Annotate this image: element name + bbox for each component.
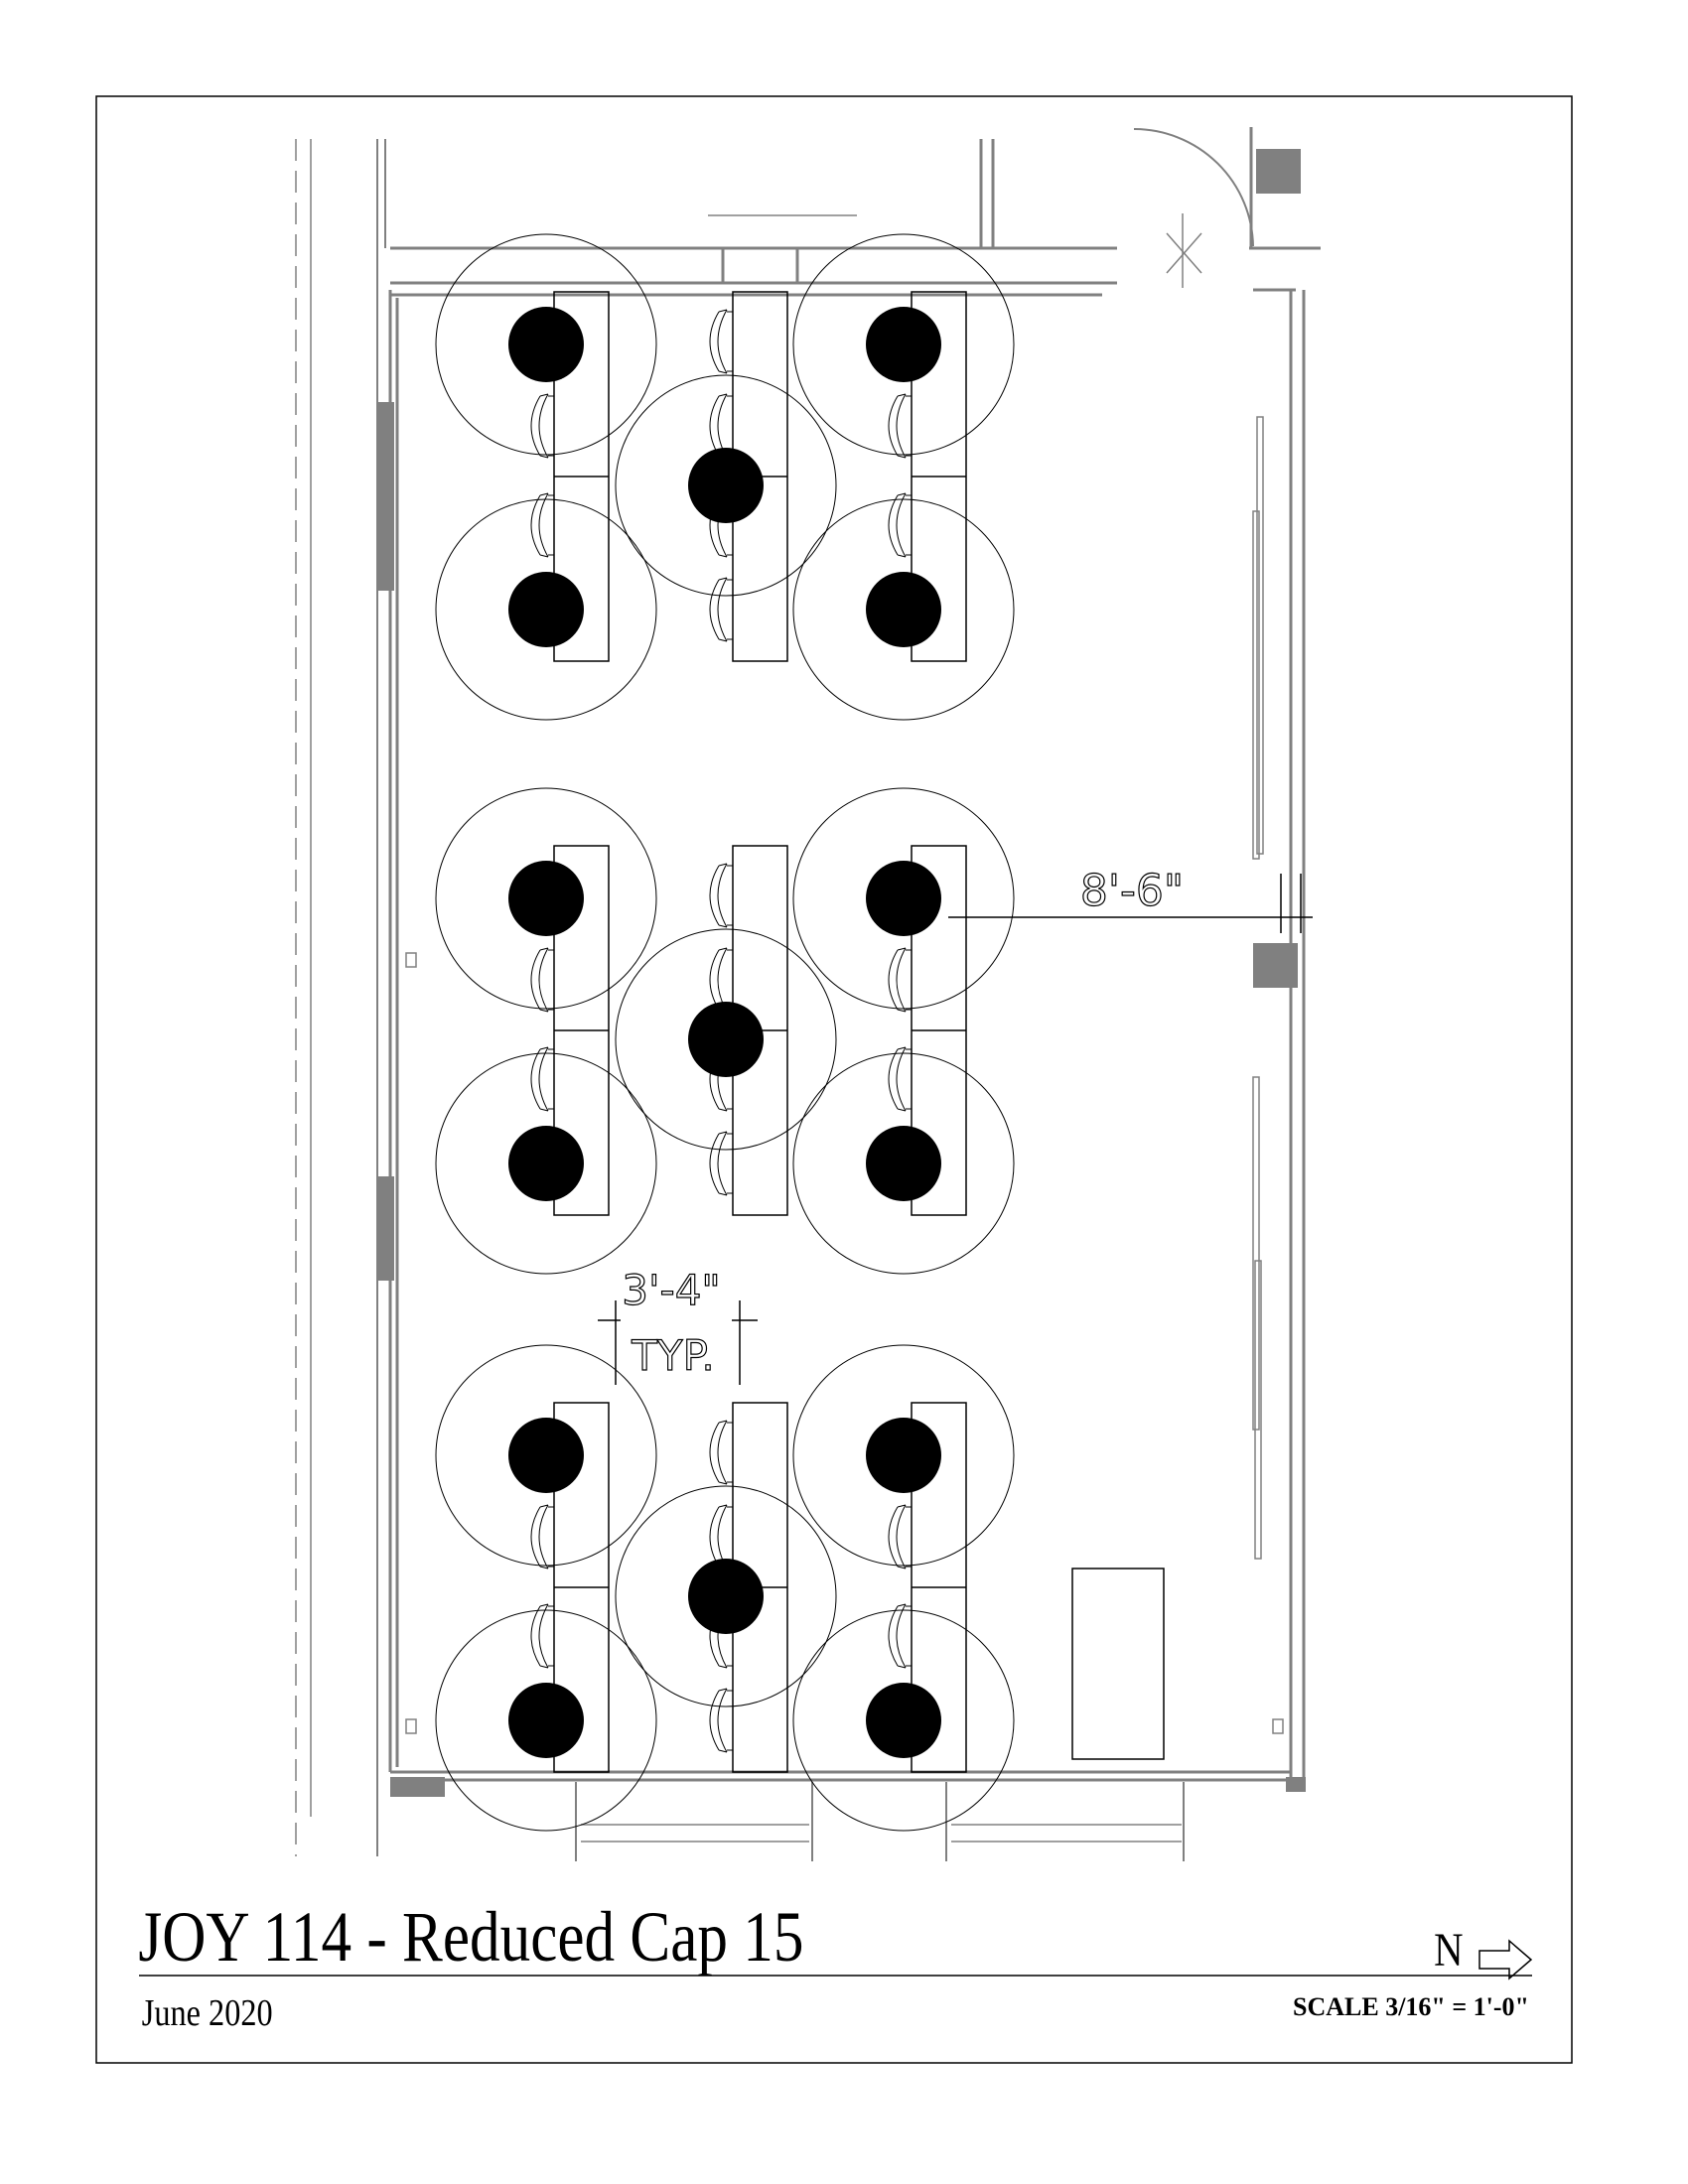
seat-marker (688, 1559, 764, 1634)
seat-markers (435, 233, 1015, 1832)
seat-marker (866, 572, 941, 647)
seat-marker (866, 1683, 941, 1758)
dimension-typ-label: TYP. (631, 1331, 714, 1380)
chair-icon (888, 492, 912, 558)
distancing-radius (435, 233, 657, 456)
seat-marker (508, 861, 584, 936)
distancing-radius (615, 928, 837, 1151)
chair-icon (888, 1046, 912, 1112)
title-block: JOY 114 - Reduced Cap 15 June 2020 N SCA… (138, 1897, 1533, 2034)
building-walls (295, 127, 1321, 1861)
distancing-radius (792, 1344, 1015, 1567)
chair-icon (530, 393, 554, 459)
dimension-spacing-label: 3'-4" (622, 1266, 720, 1314)
chair-icon (530, 492, 554, 558)
distancing-radius (792, 233, 1015, 456)
distancing-radius (792, 498, 1015, 721)
distancing-radius (792, 787, 1015, 1010)
sheet-date: June 2020 (142, 1992, 273, 2034)
chair-icon (888, 393, 912, 459)
sheet-title: JOY 114 - Reduced Cap 15 (138, 1897, 803, 1977)
chair-icon (709, 1688, 733, 1753)
dimension-aisle-label: 8'-6" (1080, 866, 1184, 916)
seat-marker (866, 1418, 941, 1493)
north-arrow-icon (1478, 1939, 1533, 1980)
window-left-2 (378, 1176, 394, 1281)
chair-icon (709, 863, 733, 928)
seat-marker (688, 1002, 764, 1077)
column-top (1256, 149, 1301, 194)
distancing-radius (435, 1344, 657, 1567)
seat-marker (508, 572, 584, 647)
seat-marker (508, 307, 584, 382)
chair-icon (530, 1603, 554, 1669)
distancing-radius (435, 1609, 657, 1832)
chair-icon (709, 577, 733, 642)
distancing-radius (615, 374, 837, 597)
north-label: N (1434, 1923, 1463, 1977)
seat-marker (508, 1126, 584, 1201)
window-left-1 (378, 402, 394, 591)
chair-icon (888, 1504, 912, 1570)
chair-icon (530, 1504, 554, 1570)
distancing-radius (435, 498, 657, 721)
chair-icon (709, 309, 733, 374)
chair-icon (709, 1420, 733, 1485)
sheet-border (95, 95, 1573, 2064)
seat-marker (508, 1418, 584, 1493)
dimension-aisle: 8'-6" (948, 865, 1313, 918)
distancing-radius (435, 787, 657, 1010)
distancing-radius (435, 1052, 657, 1275)
distancing-radius (792, 1052, 1015, 1275)
scale-note: SCALE 3/16" = 1'-0" (1293, 1992, 1529, 2021)
column-right (1253, 943, 1298, 988)
dimension-seat-spacing: 3'-4" TYP. (598, 1265, 758, 1385)
seat-marker (508, 1683, 584, 1758)
chair-icon (530, 947, 554, 1013)
seat-marker (688, 448, 764, 523)
chair-icon (530, 1046, 554, 1112)
distancing-radius (615, 1485, 837, 1707)
instructor-table (1071, 1568, 1165, 1760)
seat-marker (866, 861, 941, 936)
seat-marker (866, 307, 941, 382)
seat-marker (866, 1126, 941, 1201)
chair-icon (888, 1603, 912, 1669)
chair-icon (709, 1131, 733, 1196)
chair-icon (888, 947, 912, 1013)
distancing-radius (792, 1609, 1015, 1832)
